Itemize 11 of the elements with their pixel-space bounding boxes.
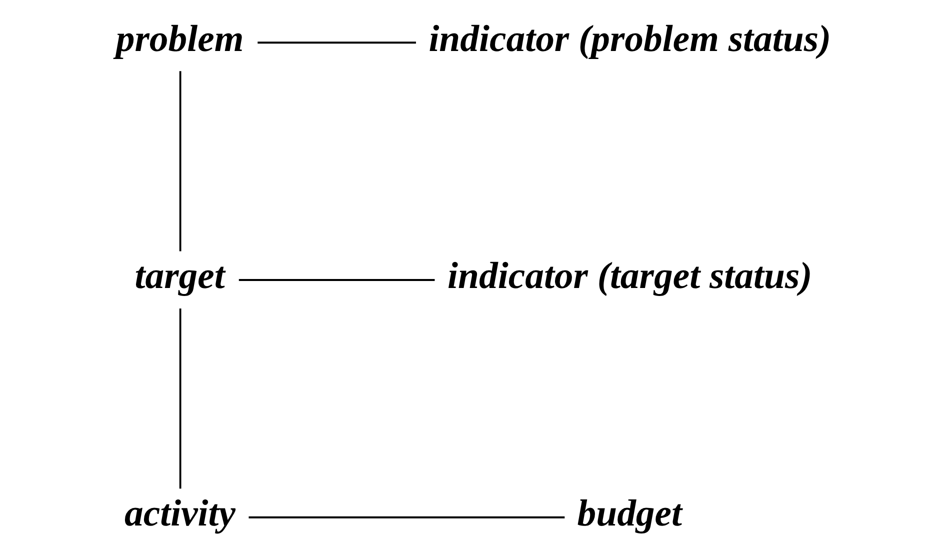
connector [257,42,416,44]
node-text: indicator (target status) [447,255,812,298]
connector [178,308,181,489]
node-text: problem [115,18,244,60]
node-text: activity [124,492,236,535]
node-text: budget [576,492,682,535]
connector [238,279,434,281]
node-text: target [134,255,224,298]
node-text: indicator (problem status) [428,18,831,60]
connector [178,71,181,252]
connector [248,516,564,518]
